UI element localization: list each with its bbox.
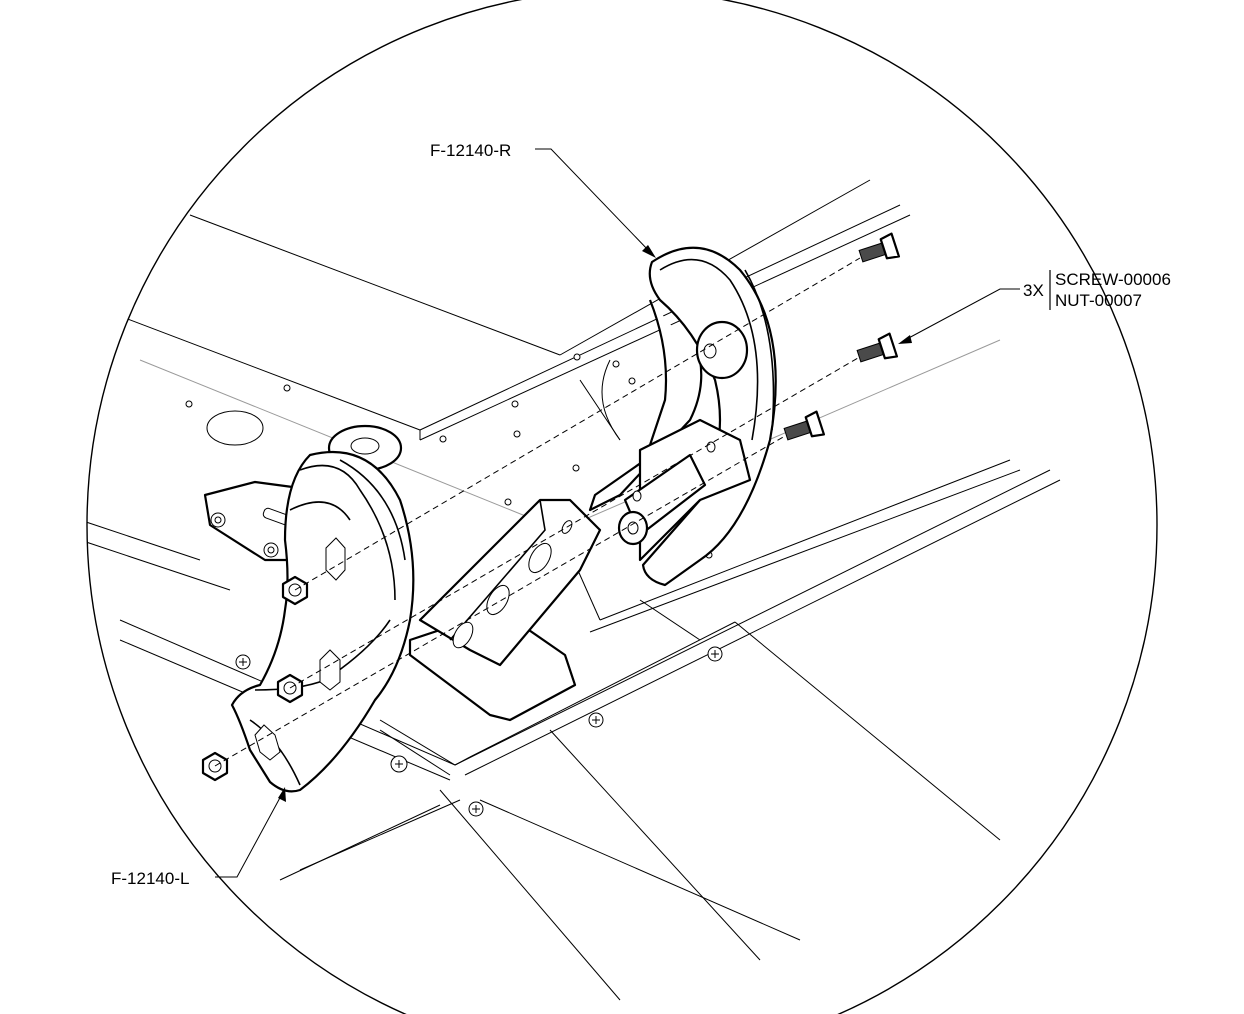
leader-arrow-left [278, 787, 286, 802]
middle-bracket [418, 498, 602, 667]
screws [783, 232, 901, 441]
callout-right-part: F-12140-R [430, 141, 511, 160]
leader-arrow-right [642, 245, 656, 258]
callout-left-part: F-12140-L [111, 869, 189, 888]
callout-nut: NUT-00007 [1055, 291, 1142, 310]
right-fairing [588, 246, 777, 587]
callout-screw: SCREW-00006 [1055, 270, 1171, 289]
leader-arrow-screw [898, 335, 912, 344]
background-structure [87, 179, 1061, 1001]
assembly-drawing [87, 179, 1061, 1001]
callout-quantity: 3X [1023, 281, 1044, 300]
callout-leaders [215, 148, 1051, 878]
